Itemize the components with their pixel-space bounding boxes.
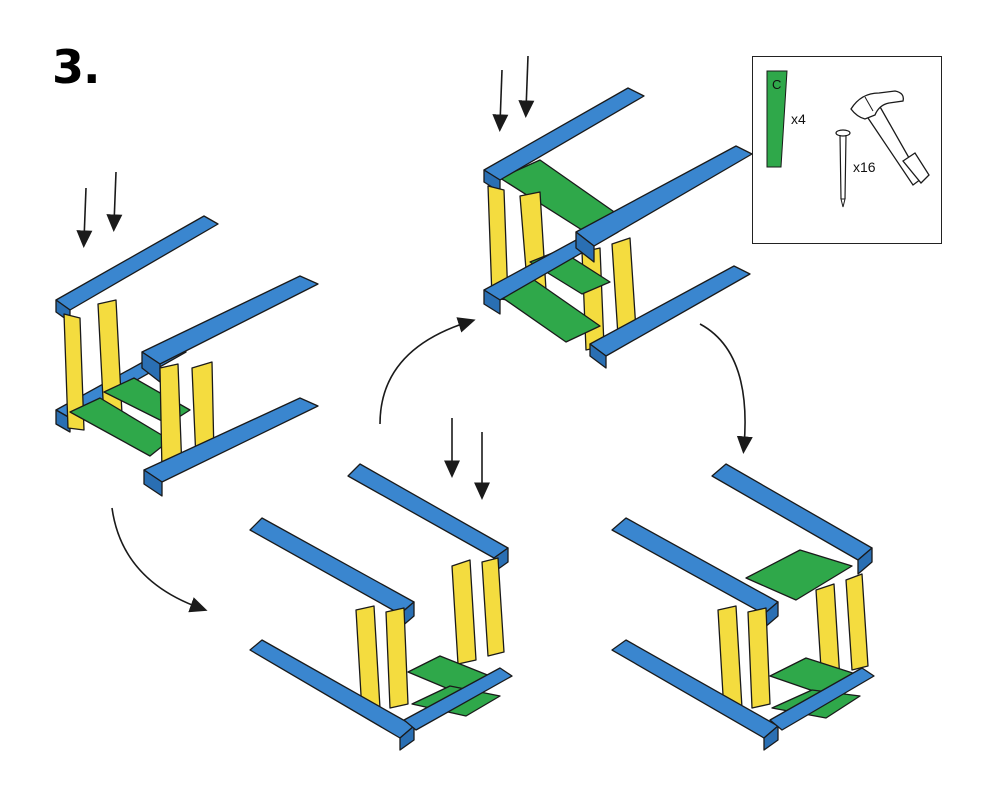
part-letter: C xyxy=(772,77,782,92)
step-number: 3. xyxy=(52,40,100,94)
part-quantity: x4 xyxy=(791,111,806,127)
down-arrow xyxy=(492,69,509,132)
stool-figure-4 xyxy=(611,463,875,751)
stool-figure-1 xyxy=(55,215,319,497)
nail-quantity: x16 xyxy=(853,159,876,175)
nail-icon xyxy=(835,129,851,208)
down-arrow xyxy=(106,171,123,232)
parts-box: C x4 x16 xyxy=(752,56,942,244)
down-arrow xyxy=(76,187,93,248)
stool-figure-2 xyxy=(483,87,753,369)
board-c-icon xyxy=(766,70,788,168)
stool-figure-3 xyxy=(249,463,513,751)
down-arrow xyxy=(518,55,535,118)
hammer-icon xyxy=(850,90,930,186)
curved-arrow xyxy=(699,323,753,454)
curved-arrow xyxy=(111,507,208,613)
parts-box-art xyxy=(766,70,930,208)
curved-arrow xyxy=(379,317,476,425)
